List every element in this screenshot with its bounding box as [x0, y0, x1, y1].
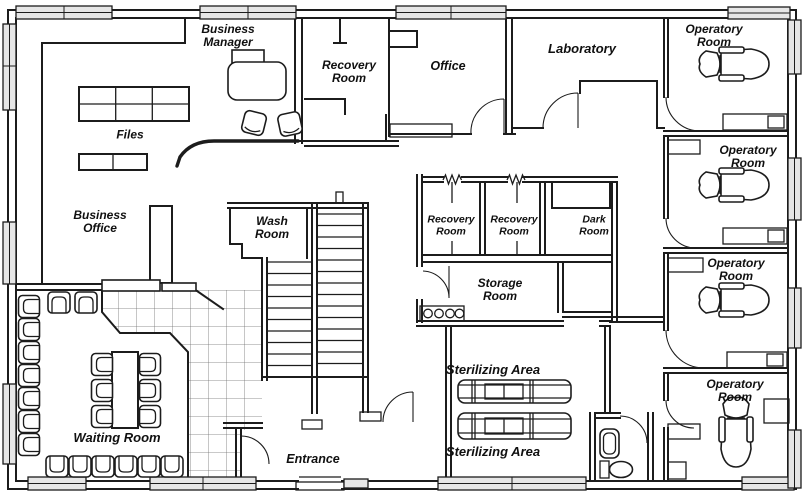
curtain-symbols [442, 173, 526, 255]
coffee-table-group [90, 351, 162, 429]
room-label-business-office: Business Office [73, 207, 127, 235]
door-swings [240, 92, 705, 465]
bathroom-fixtures [599, 428, 634, 479]
room-label-laboratory: Laboratory [548, 40, 616, 56]
supply-cabinet [419, 305, 465, 322]
toilet-tank [599, 460, 610, 479]
operatory-counters [667, 113, 790, 480]
room-label-wash-room: Wash Room [255, 213, 289, 241]
room-label-dark-room: Dark Room [579, 213, 609, 237]
entrance-opening [295, 474, 345, 491]
room-label-files: Files [116, 127, 144, 142]
room-label-operatory-1: Operatory Room [685, 21, 743, 49]
reception-counter [101, 139, 344, 292]
office-shelf [389, 123, 453, 138]
room-label-recovery-room-a: Recovery Room [427, 213, 475, 237]
sink [599, 428, 620, 459]
sterilizing-benches [457, 379, 572, 440]
room-label-waiting-room: Waiting Room [73, 429, 161, 445]
room-label-sterilizing-area-1: Sterilizing Area [445, 361, 541, 377]
room-label-operatory-2: Operatory Room [719, 142, 777, 170]
room-label-business-manager: Business Manager [201, 21, 255, 49]
room-label-office: Office [430, 59, 466, 74]
room-label-sterilizing-area-2: Sterilizing Area [445, 443, 541, 459]
room-label-entrance: Entrance [286, 452, 340, 467]
room-label-operatory-4: Operatory Room [706, 376, 764, 404]
windows [2, 5, 802, 491]
room-label-recovery-room-b: Recovery Room [490, 213, 538, 237]
guest-chairs [240, 109, 303, 137]
staircase [267, 213, 382, 430]
room-label-storage-room: Storage Room [477, 275, 523, 303]
room-label-operatory-3: Operatory Room [707, 255, 765, 283]
room-label-recovery-room-front: Recovery Room [321, 57, 377, 85]
toilet [608, 460, 634, 479]
file-cabinets [78, 86, 190, 171]
manager-desk [227, 49, 287, 101]
